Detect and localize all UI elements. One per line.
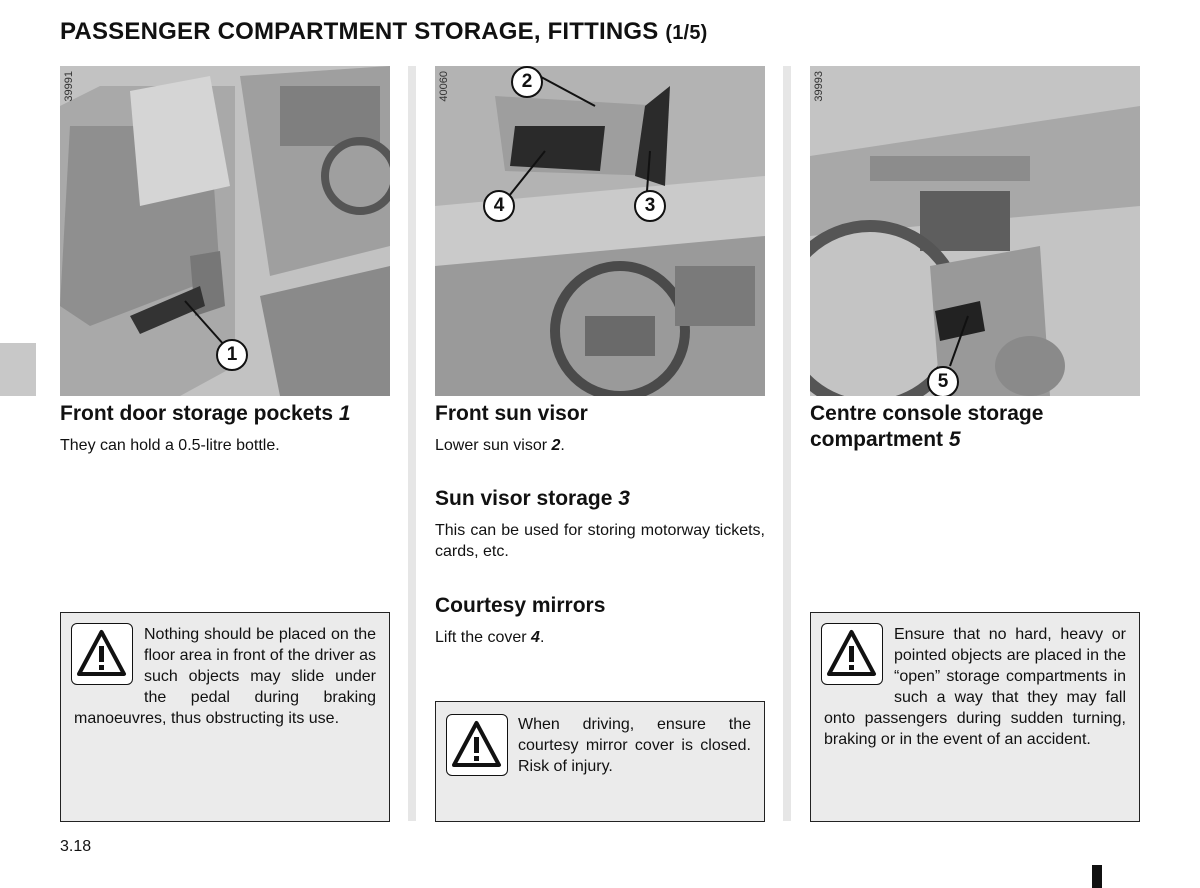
column-divider: [783, 66, 791, 821]
warning-triangle-icon: [71, 623, 133, 685]
page-number: 3.18: [60, 838, 92, 855]
warning-box-floor: Nothing should be placed on the floor ar…: [60, 612, 390, 822]
warning-text-floor: Nothing should be placed on the floor ar…: [74, 626, 376, 727]
sun-visor-text: Lower sun visor 2.: [435, 437, 565, 454]
heading-centre-console: Centre console storage compartment 5: [810, 402, 1044, 451]
sun-visor-storage-text: This can be used for storing motorway ti…: [435, 522, 765, 560]
title-part: (1/5): [665, 22, 708, 44]
callout-2: 2: [511, 66, 543, 98]
warning-triangle-icon: [821, 623, 883, 685]
photo-centre-console: 39993 5: [810, 66, 1140, 396]
photo-ref-number: 39991: [63, 71, 75, 102]
courtesy-mirrors-text: Lift the cover 4.: [435, 629, 545, 646]
title-main: PASSENGER COMPARTMENT STORAGE, FITTINGS: [60, 18, 659, 45]
corner-mark: [1092, 865, 1102, 888]
heading-front-sun-visor: Front sun visor: [435, 402, 588, 425]
heading-courtesy-mirrors: Courtesy mirrors: [435, 594, 606, 617]
callout-1: 1: [216, 339, 248, 371]
door-illustration: [60, 66, 390, 396]
photo-ref-number: 39993: [813, 71, 825, 102]
photo-sun-visor: 40060 2 4 3: [435, 66, 765, 396]
callout-3: 3: [634, 190, 666, 222]
page-title: PASSENGER COMPARTMENT STORAGE, FITTINGS …: [60, 18, 708, 46]
heading-front-door-storage: Front door storage pockets 1: [60, 402, 351, 425]
warning-triangle-icon: [446, 714, 508, 776]
heading-sun-visor-storage: Sun visor storage 3: [435, 487, 630, 510]
warning-box-mirror: When driving, ensure the courtesy mirror…: [435, 701, 765, 822]
warning-text-open-storage: Ensure that no hard, heavy or pointed ob…: [824, 626, 1126, 748]
warning-box-open-storage: Ensure that no hard, heavy or pointed ob…: [810, 612, 1140, 822]
sun-visor-illustration: [435, 66, 765, 396]
callout-5: 5: [927, 366, 959, 396]
photo-front-door: 39991 1: [60, 66, 390, 396]
photo-ref-number: 40060: [438, 71, 450, 102]
console-illustration: [810, 66, 1140, 396]
warning-text-mirror: When driving, ensure the courtesy mirror…: [518, 716, 751, 775]
section-tab: [0, 343, 36, 396]
column-divider: [408, 66, 416, 821]
front-door-text: They can hold a 0.5-litre bottle.: [60, 437, 280, 454]
callout-4: 4: [483, 190, 515, 222]
